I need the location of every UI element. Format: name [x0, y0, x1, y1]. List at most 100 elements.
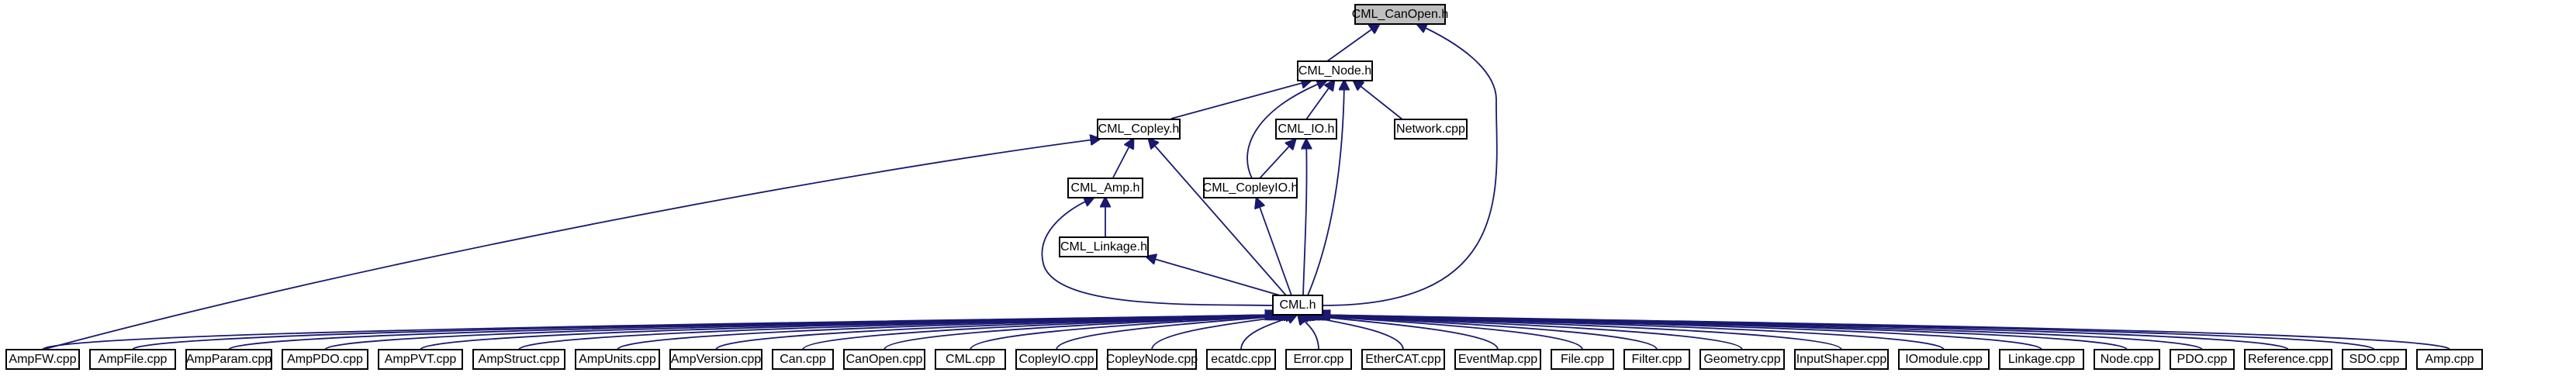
node-error-cpp[interactable]: Error.cpp: [1285, 349, 1352, 370]
node-ampfw-cpp[interactable]: AmpFW.cpp: [5, 349, 80, 370]
node-can-cpp[interactable]: Can.cpp: [772, 349, 834, 370]
node-reference-cpp[interactable]: Reference.cpp: [2244, 349, 2332, 370]
node-label: Node.cpp: [2101, 353, 2154, 366]
node-label: AmpPVT.cpp: [385, 353, 457, 366]
node-inputshaper-cpp[interactable]: InputShaper.cpp: [1794, 349, 1889, 370]
edge-cml-cpp-to-cml-h: [970, 315, 1291, 350]
node-label: Error.cpp: [1294, 353, 1344, 366]
node-pdo-cpp[interactable]: PDO.cpp: [2170, 349, 2235, 370]
edge-cmlnode-to-canopen: [1326, 24, 1379, 62]
node-label: EventMap.cpp: [1458, 353, 1537, 366]
edge-network-to-node: [1354, 81, 1403, 120]
node-label: AmpFW.cpp: [9, 353, 76, 366]
edge-ampfw-to-copley: [30, 139, 1100, 354]
node-label: AmpVersion.cpp: [671, 353, 762, 366]
node-label: File.cpp: [1561, 353, 1604, 366]
node-network-cpp[interactable]: Network.cpp: [1394, 119, 1468, 140]
node-label: Filter.cpp: [1632, 353, 1682, 366]
edge-canopen-cpp-to-cml-h: [883, 315, 1289, 350]
header-edges: [30, 24, 1498, 354]
node-label: Network.cpp: [1396, 122, 1465, 136]
node-label: Geometry.cpp: [1703, 353, 1780, 366]
node-amppdo-cpp[interactable]: AmpPDO.cpp: [282, 349, 368, 370]
node-cml-linkage-h[interactable]: CML_Linkage.h: [1059, 236, 1149, 257]
node-label: CML.cpp: [946, 353, 995, 366]
node-amppvt-cpp[interactable]: AmpPVT.cpp: [378, 349, 463, 370]
node-label: PDO.cpp: [2177, 353, 2228, 366]
node-eventmap-cpp[interactable]: EventMap.cpp: [1454, 349, 1541, 370]
node-label: CML_Node.h: [1298, 64, 1371, 78]
node-cml-h[interactable]: CML.h: [1272, 295, 1323, 316]
node-label: Can.cpp: [780, 353, 826, 366]
edge-cmlh-to-linkage: [1146, 257, 1281, 296]
edge-cmlh-to-canopen: [1322, 24, 1498, 306]
edge-amp-to-copley: [1112, 139, 1133, 178]
node-label: EtherCAT.cpp: [1365, 353, 1441, 366]
edge-cmlh-to-node: [1307, 81, 1344, 296]
node-linkage-cpp[interactable]: Linkage.cpp: [1999, 349, 2084, 370]
edge-cmlh-to-copley: [1149, 139, 1287, 296]
node-label: IOmodule.cpp: [1905, 353, 1983, 366]
file-nodes: AmpFW.cpp AmpFile.cpp AmpParam.cpp AmpPDO.c…: [5, 349, 2483, 370]
edge-io-to-node: [1305, 81, 1334, 120]
node-ampstruct-cpp[interactable]: AmpStruct.cpp: [472, 349, 565, 370]
edge-error-cpp-to-cml-h: [1298, 315, 1319, 350]
edge-copley-to-node: [1170, 81, 1311, 119]
edge-copleyio-cpp-to-cml-h: [1056, 315, 1293, 350]
node-amp-cpp[interactable]: Amp.cpp: [2416, 349, 2483, 370]
node-node-cpp[interactable]: Node.cpp: [2094, 349, 2160, 370]
node-label: AmpFile.cpp: [99, 353, 168, 366]
node-ampfile-cpp[interactable]: AmpFile.cpp: [89, 349, 176, 370]
node-cml-io-h[interactable]: CML_IO.h: [1275, 119, 1337, 140]
edge-ecatdc-cpp-to-cml-h: [1240, 315, 1297, 350]
node-copleyio-cpp[interactable]: CopleyIO.cpp: [1015, 349, 1098, 370]
node-ampparam-cpp[interactable]: AmpParam.cpp: [185, 349, 272, 370]
node-ampunits-cpp[interactable]: AmpUnits.cpp: [575, 349, 660, 370]
node-copleynode-cpp[interactable]: CopleyNode.cpp: [1106, 349, 1198, 370]
node-label: CopleyIO.cpp: [1019, 353, 1094, 366]
node-label: CML_Amp.h: [1071, 181, 1140, 195]
node-label: AmpParam.cpp: [186, 353, 271, 366]
edge-cmlh-to-amp: [1041, 198, 1273, 306]
node-label: CML.h: [1279, 298, 1316, 312]
node-label: Reference.cpp: [2248, 353, 2329, 366]
edge-cmlh-to-io: [1303, 140, 1307, 296]
edge-amp-cpp-to-cml-h: [1321, 315, 2450, 350]
node-ampversion-cpp[interactable]: AmpVersion.cpp: [669, 349, 762, 370]
node-cml-cpp[interactable]: CML.cpp: [935, 349, 1006, 370]
node-label: Amp.cpp: [2425, 353, 2474, 366]
node-label: CML_CanOpen.h: [1352, 8, 1449, 21]
node-ethercat-cpp[interactable]: EtherCAT.cpp: [1361, 349, 1445, 370]
node-label: AmpStruct.cpp: [479, 353, 560, 366]
node-label: CML_IO.h: [1278, 122, 1335, 136]
node-label: CanOpen.cpp: [846, 353, 923, 366]
node-iomodule-cpp[interactable]: IOmodule.cpp: [1898, 349, 1990, 370]
node-sdo-cpp[interactable]: SDO.cpp: [2342, 349, 2407, 370]
edge-cmlh-to-copleyio: [1257, 198, 1292, 296]
file-to-cml-edges: [42, 315, 2450, 350]
edge-copleyio-to-io: [1259, 140, 1295, 179]
node-cml-node-h[interactable]: CML_Node.h: [1297, 60, 1373, 81]
node-label: Linkage.cpp: [2008, 353, 2075, 366]
node-cml-amp-h[interactable]: CML_Amp.h: [1067, 178, 1143, 198]
node-filter-cpp[interactable]: Filter.cpp: [1623, 349, 1690, 370]
node-geometry-cpp[interactable]: Geometry.cpp: [1699, 349, 1785, 370]
node-label: SDO.cpp: [2350, 353, 2400, 366]
node-label: ecatdc.cpp: [1211, 353, 1271, 366]
node-label: CML_Linkage.h: [1060, 240, 1147, 254]
node-label: AmpUnits.cpp: [579, 353, 656, 366]
node-label: AmpPDO.cpp: [287, 353, 363, 366]
node-label: CopleyNode.cpp: [1106, 353, 1198, 366]
edge-copleynode-cpp-to-cml-h: [1151, 315, 1295, 350]
node-label: InputShaper.cpp: [1796, 353, 1887, 366]
node-canopen-cpp[interactable]: CanOpen.cpp: [843, 349, 925, 370]
node-ecatdc-cpp[interactable]: ecatdc.cpp: [1206, 349, 1276, 370]
node-label: CML_CopleyIO.h: [1203, 181, 1298, 195]
edge-copleyio-to-node: [1247, 81, 1326, 179]
node-label: CML_Copley.h: [1098, 122, 1180, 136]
node-cml-canopen-h[interactable]: CML_CanOpen.h: [1352, 4, 1449, 25]
node-cml-copleyio-h[interactable]: CML_CopleyIO.h: [1203, 178, 1298, 198]
node-file-cpp[interactable]: File.cpp: [1551, 349, 1614, 370]
node-cml-copley-h[interactable]: CML_Copley.h: [1097, 119, 1181, 140]
